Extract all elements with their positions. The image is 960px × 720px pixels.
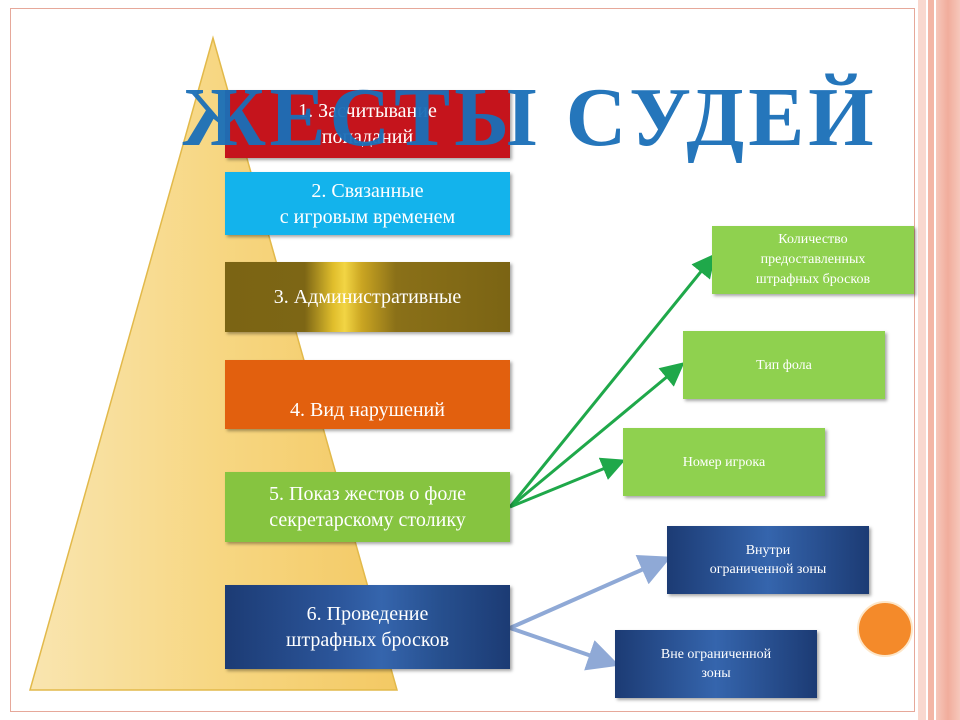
zone-label: Внутри	[745, 543, 791, 558]
item-label: с игровым временем	[279, 205, 456, 228]
arrow-to-foul-type	[509, 362, 685, 509]
item-label: секретарскому столику	[269, 509, 466, 531]
detail-label: Тип фола	[756, 357, 812, 373]
slide-frame	[10, 8, 915, 712]
decor-stripe	[928, 0, 934, 720]
item-label: 6. Проведение	[306, 603, 429, 625]
pyramid-item-violations: 4. Вид нарушений	[225, 360, 510, 429]
item-label: 4. Вид нарушений	[290, 399, 445, 421]
arrow-to-player-number	[509, 457, 626, 509]
detail-label: Номер игрока	[682, 454, 766, 470]
zone-inside-restricted: Внутри ограниченной зоны	[667, 526, 869, 594]
zone-label: зоны	[701, 666, 731, 681]
arrow-to-inside-zone	[509, 555, 672, 630]
slide-title: ЖЕСТЫ СУДЕЙ	[182, 71, 878, 164]
pyramid-item-game-time: 2. Связанные с игровым временем	[225, 172, 510, 235]
decor-circle	[857, 601, 913, 657]
decor-stripe	[918, 0, 926, 720]
detail-player-number: Номер игрока	[623, 428, 825, 496]
item-label: штрафных бросков	[285, 629, 450, 651]
item-label: 2. Связанные	[311, 179, 424, 202]
item-label: 1. Засчитывание	[298, 100, 437, 122]
decor-stripe	[936, 0, 960, 720]
item-label: 5. Показ жестов о фоле	[269, 483, 466, 505]
pyramid-item-administrative: 3. Административные	[225, 262, 510, 332]
pyramid-item-scoring: 1. Засчитывание попаданий	[225, 90, 510, 158]
pyramid-item-foul-report: 5. Показ жестов о фоле секретарскому стол…	[225, 472, 510, 542]
zone-label: ограниченной зоны	[709, 562, 827, 577]
pyramid-item-free-throws: 6. Проведение штрафных бросков	[225, 585, 510, 669]
detail-label: предоставленных	[760, 252, 866, 267]
arrow-to-outside-zone	[509, 626, 620, 671]
arrow-to-free-throws-count	[508, 253, 716, 508]
item-label: попаданий	[321, 126, 414, 148]
detail-label: Количество	[778, 232, 848, 247]
zone-label: Вне ограниченной	[660, 647, 772, 662]
zone-outside-restricted: Вне ограниченной зоны	[615, 630, 817, 698]
detail-label: штрафных бросков	[755, 272, 871, 287]
item-label: 3. Административные	[273, 286, 462, 308]
detail-foul-type: Тип фола	[683, 331, 885, 399]
detail-free-throw-count: Количество предоставленных штрафных броско…	[712, 226, 914, 294]
